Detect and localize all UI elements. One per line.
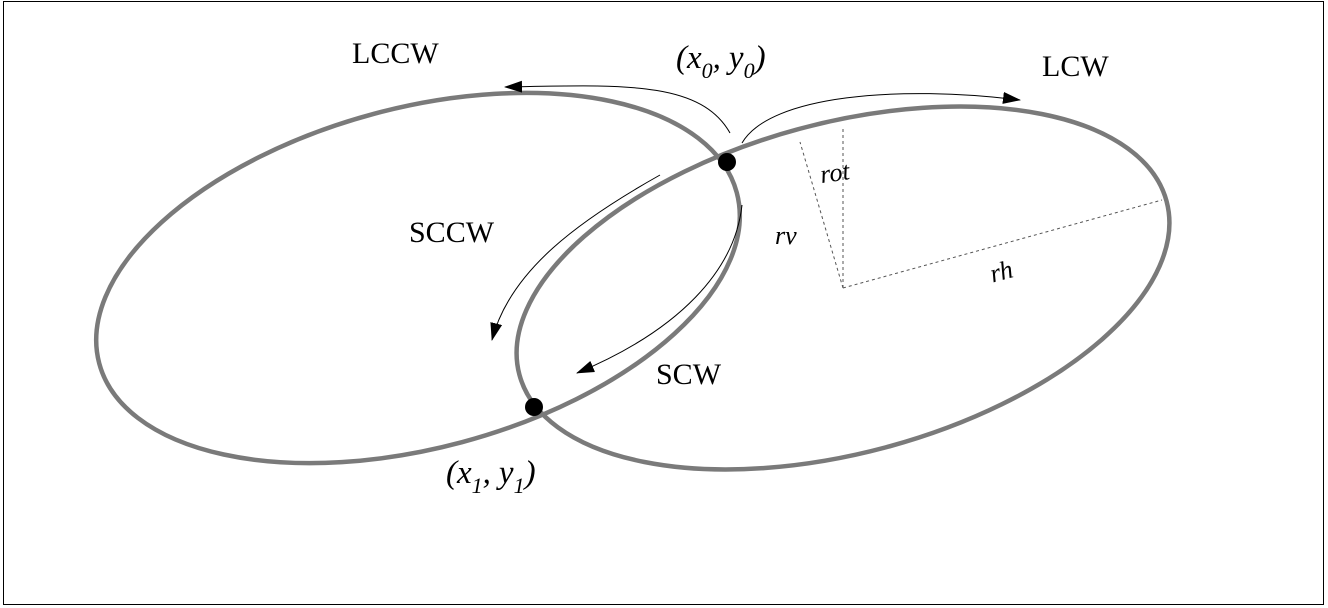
end-point-comma: ,: [483, 455, 491, 491]
scw-arrow: [576, 204, 743, 374]
rv-radius-line: [799, 141, 844, 289]
rh-radius-line: [842, 199, 1163, 289]
start-point-y-sub: 0: [744, 58, 755, 83]
start-point-x-sub: 0: [702, 58, 713, 83]
start-point-x: x: [686, 40, 702, 76]
left-ellipse: [93, 90, 743, 466]
diagram-frame: [3, 1, 1324, 605]
lcw-arrow: [741, 91, 1021, 144]
lccw-arrow: [504, 80, 731, 134]
end-point-y: y: [496, 455, 514, 491]
end-point-x: x: [456, 455, 472, 491]
start-point-close: ): [753, 40, 766, 76]
rv-label: rv: [775, 221, 797, 250]
lccw-label: LCCW: [352, 37, 439, 70]
sccw-label: SCCW: [409, 216, 495, 249]
sccw-arrow: [490, 174, 661, 341]
end-point-open: (: [446, 455, 459, 491]
end-point-dot: [525, 398, 543, 416]
start-point-label: (x0,y0): [676, 40, 766, 83]
end-point-y-sub: 1: [514, 473, 525, 498]
end-point-x-sub: 1: [472, 473, 483, 498]
start-point-dot: [718, 153, 736, 171]
start-point-open: (: [676, 40, 689, 76]
end-point-close: ): [523, 455, 536, 491]
end-point-label: (x1,y1): [446, 455, 536, 498]
lcw-label: LCW: [1042, 50, 1109, 83]
rot-label: rot: [818, 156, 852, 189]
scw-label: SCW: [656, 358, 722, 391]
start-point-y: y: [726, 40, 744, 76]
right-ellipse: [514, 104, 1172, 472]
rh-label: rh: [987, 255, 1016, 289]
start-point-comma: ,: [713, 40, 721, 76]
